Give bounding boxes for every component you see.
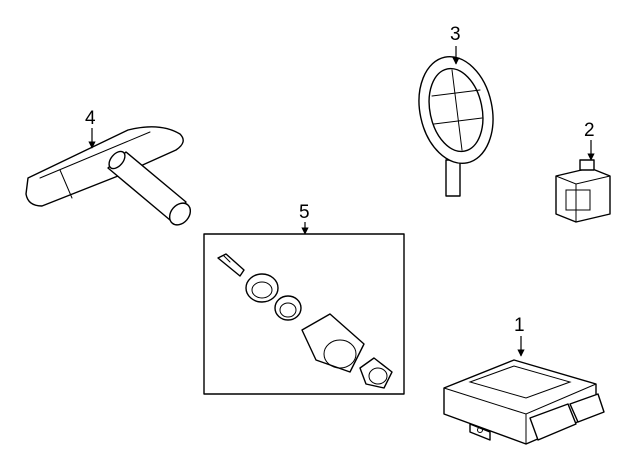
part-3-remote-transmitter[interactable] (410, 50, 503, 197)
callout-5: 5 (299, 202, 310, 223)
part-2-control-relay[interactable] (555, 159, 611, 223)
callout-3: 3 (450, 24, 461, 45)
part-4-tire-pressure-sensor[interactable] (25, 126, 195, 229)
callout-2: 2 (584, 120, 595, 141)
callout-1: 1 (514, 315, 525, 336)
part-5-valve-stem-kit[interactable] (203, 233, 405, 395)
part-1-control-module[interactable] (443, 359, 605, 445)
callout-4: 4 (85, 108, 96, 129)
